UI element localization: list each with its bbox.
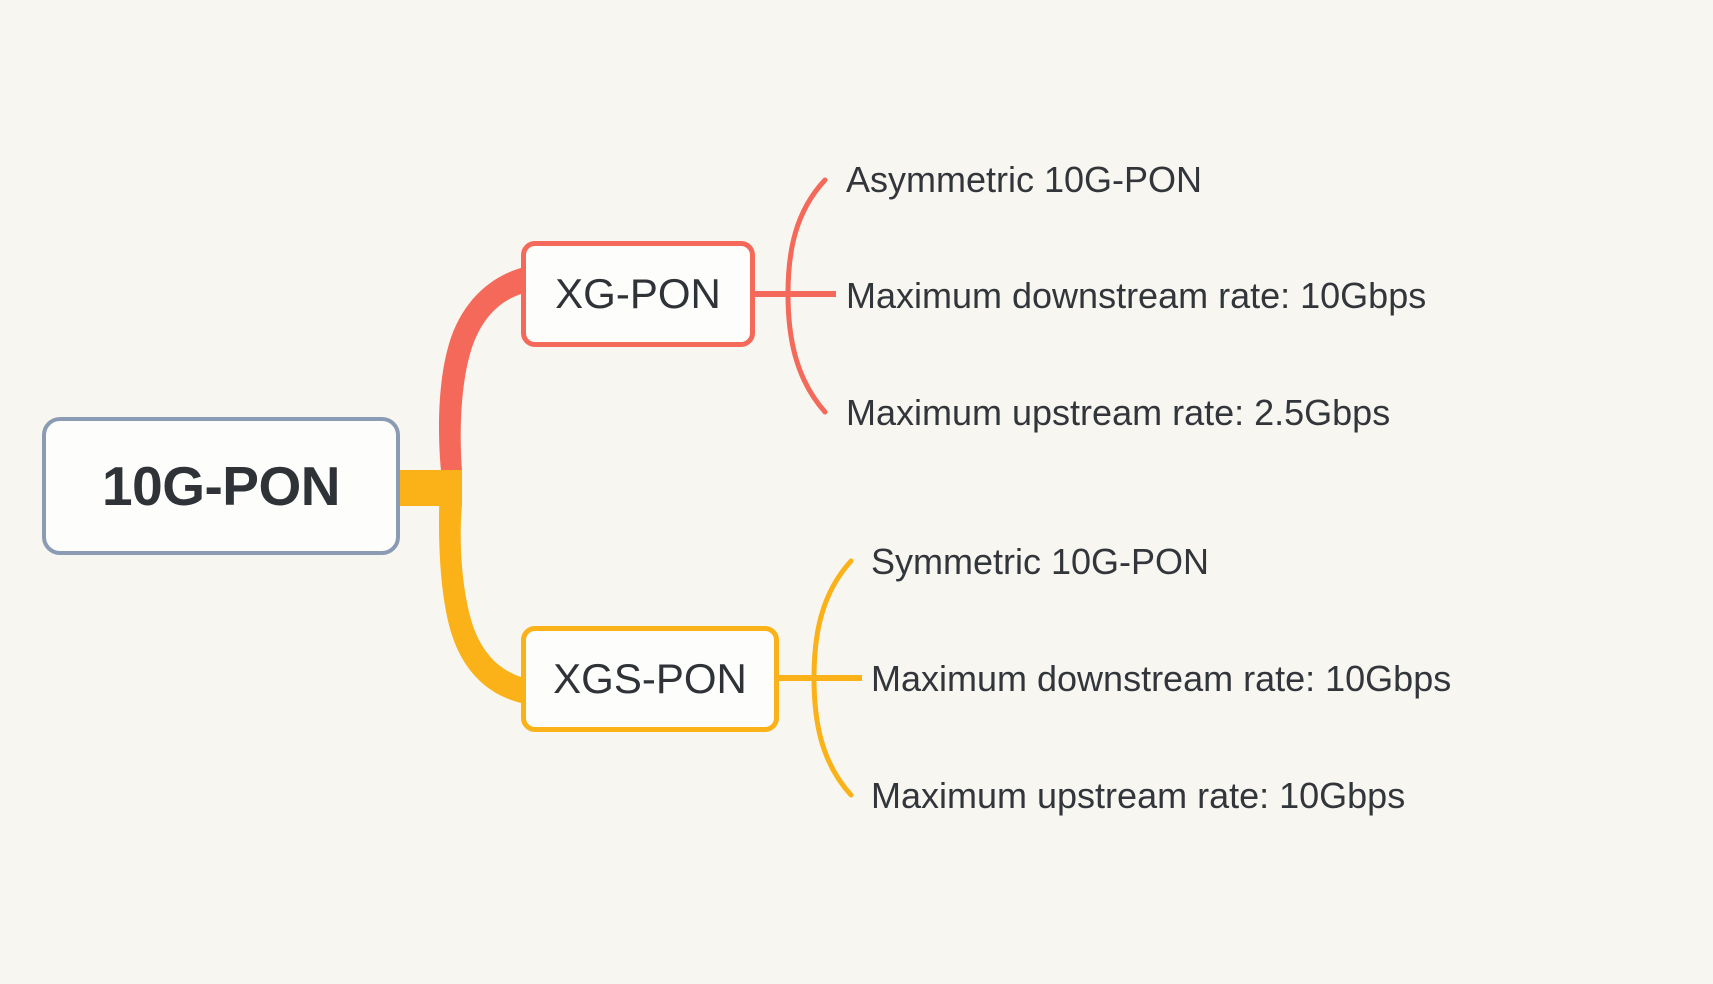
leaf-xgpon-downstream-rate[interactable]: Maximum downstream rate: 10Gbps bbox=[846, 275, 1427, 316]
leaf-xgspon-symmetric[interactable]: Symmetric 10G-PON bbox=[871, 541, 1210, 582]
edge-xgspon-spine bbox=[811, 558, 854, 798]
node-branch-label-xg-pon: XG-PON bbox=[555, 270, 721, 317]
edge-root-stub bbox=[398, 470, 462, 506]
node-root-10g-pon[interactable]: 10G-PON bbox=[42, 417, 400, 555]
leaf-xgpon-upstream-rate[interactable]: Maximum upstream rate: 2.5Gbps bbox=[846, 392, 1391, 433]
edge-root-to-xgspon bbox=[400, 470, 521, 703]
leaf-xgpon-asymmetric[interactable]: Asymmetric 10G-PON bbox=[846, 159, 1203, 200]
edge-root-to-xgpon bbox=[400, 268, 521, 470]
node-branch-xg-pon[interactable]: XG-PON bbox=[521, 241, 755, 347]
leaf-xgspon-upstream-rate[interactable]: Maximum upstream rate: 10Gbps bbox=[871, 775, 1406, 816]
node-root-label: 10G-PON bbox=[102, 455, 340, 517]
node-branch-xgs-pon[interactable]: XGS-PON bbox=[521, 626, 779, 732]
node-branch-label-xgs-pon: XGS-PON bbox=[553, 655, 747, 702]
edge-xgpon-spine bbox=[785, 177, 828, 415]
leaf-xgspon-downstream-rate[interactable]: Maximum downstream rate: 10Gbps bbox=[871, 658, 1452, 699]
